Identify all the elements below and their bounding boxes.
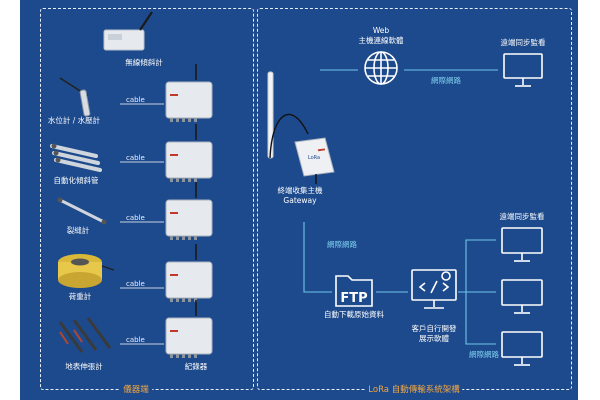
data-logger-1 (165, 64, 213, 122)
web-host-label-line2: 主機連線軟體 (358, 36, 404, 45)
instrument-section-title: 儀器端 (120, 383, 152, 395)
software-computer-icon (411, 269, 457, 309)
ftp-folder-icon: FTP (335, 275, 373, 307)
cable-lines (120, 103, 164, 345)
cable-label-4: cable (126, 280, 145, 288)
network-label-middle: 網際網路 (327, 240, 357, 249)
data-logger-4 (165, 244, 213, 302)
sensor-label-load-cell: 荷重計 (68, 292, 92, 301)
gateway-antenna-icon (267, 71, 309, 159)
remote-monitor-label-top: 遠端同步監看 (500, 38, 546, 47)
remote-monitor-label-bottom: 遠端同步監看 (499, 212, 545, 221)
inclinometer-tube-icon (50, 143, 102, 172)
web-globe-icon (364, 51, 398, 85)
cable-label-3: cable (126, 214, 145, 222)
sensor-label-crack-meter: 裂縫計 (66, 226, 90, 235)
sensor-label-extensometer: 地表伸張計 (65, 362, 103, 371)
data-logger-2 (165, 124, 213, 182)
ftp-text: FTP (340, 291, 367, 306)
crack-meter-icon (57, 197, 107, 225)
ftp-caption: 自動下載原始資料 (324, 310, 384, 319)
gateway-badge: LoRa (307, 155, 321, 161)
cable-label-1: cable (126, 96, 145, 104)
network-label-bottom: 網際網路 (469, 350, 499, 359)
monitor-icon-2 (501, 279, 543, 314)
monitor-icon-1 (501, 227, 543, 262)
extensometer-icon (58, 317, 112, 353)
software-label-line1: 客戶自行開發 (411, 324, 457, 333)
sensor-label-water-level: 水位計 / 水壓計 (47, 116, 101, 125)
sensor-label-wireless-tiltmeter: 無線傾斜計 (125, 58, 163, 67)
diagram-graphics: FTP (50, 11, 543, 366)
cable-label-5: cable (126, 336, 145, 344)
gateway-device-icon (294, 137, 335, 184)
diagram-panel: FTP 無線傾斜計 水位計 / 水壓計 自動化傾斜管 裂縫計 荷重計 地表伸張計… (20, 0, 578, 400)
web-host-label-line1: Web (372, 26, 390, 35)
load-cell-icon (58, 254, 115, 288)
software-label-line2: 展示軟體 (419, 334, 449, 343)
sensor-label-inclinometer: 自動化傾斜管 (53, 176, 99, 185)
data-logger-3 (165, 182, 213, 240)
gateway-label-line1: 終端收集主機 (277, 186, 323, 195)
logger-label: 紀錄器 (184, 362, 208, 371)
water-level-meter-icon (59, 77, 91, 117)
system-section-title: LoRa 自動傳輸系統架構 (365, 383, 463, 395)
network-label-top: 網際網路 (431, 76, 461, 85)
cable-label-2: cable (126, 154, 145, 162)
gateway-label-line2: Gateway (283, 196, 317, 205)
data-logger-5 (165, 300, 213, 358)
monitor-icon-top (503, 53, 543, 87)
wireless-tiltmeter-icon (103, 11, 153, 51)
monitor-icon-3 (501, 331, 543, 366)
network-links (303, 69, 498, 345)
